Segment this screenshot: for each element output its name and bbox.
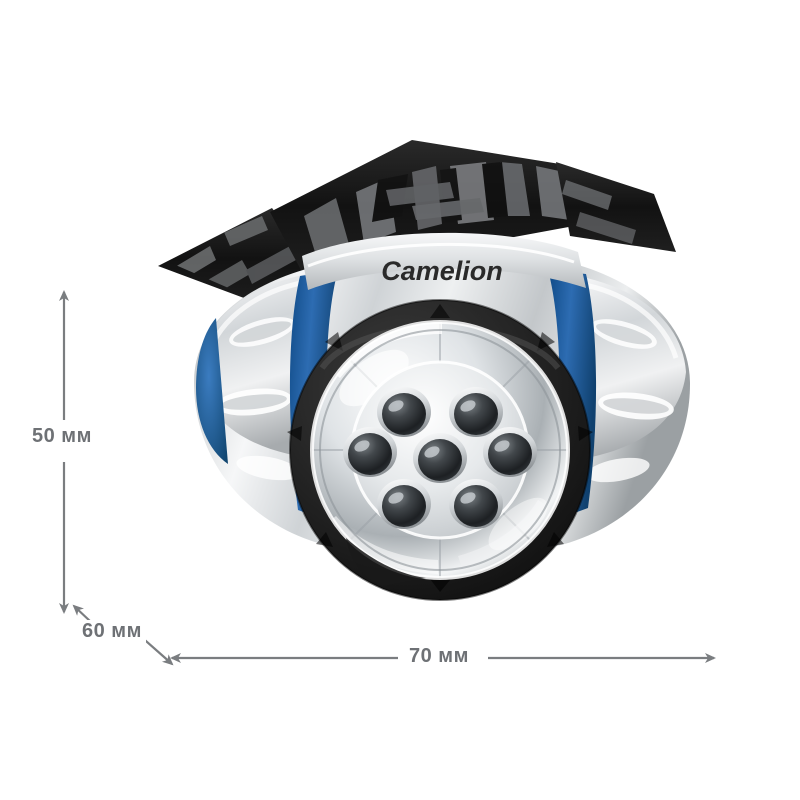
- lens-assembly: [287, 299, 593, 601]
- dimension-label-depth: 60 мм: [78, 620, 146, 643]
- led: [483, 427, 537, 477]
- led: [343, 427, 397, 477]
- bezel-notches: [287, 304, 593, 592]
- brand-text: Camelion: [381, 256, 503, 286]
- led-center: [413, 433, 467, 483]
- accent-bump-left: [196, 318, 228, 464]
- headlamp-illustration: Camelion: [158, 140, 690, 601]
- led-array: [343, 387, 537, 529]
- led: [377, 479, 431, 529]
- led: [377, 387, 431, 437]
- brand-nameplate: Camelion: [302, 232, 586, 290]
- product-photo-headlamp: Camelion: [150, 120, 730, 680]
- led: [449, 479, 503, 529]
- dimension-label-height: 50 мм: [28, 425, 96, 448]
- led: [449, 387, 503, 437]
- dimension-label-width: 70 мм: [405, 645, 473, 668]
